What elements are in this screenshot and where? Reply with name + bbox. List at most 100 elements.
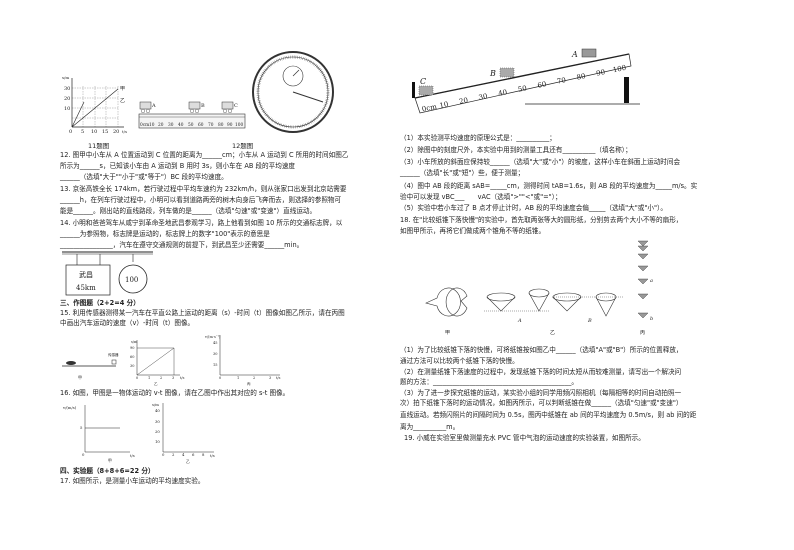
q19-text: 19. 小威在实验室里做测量充水 PVC 管中气泡的运动速度的实验装置，如图所示… [404,434,645,442]
figure-label: 30 [213,352,217,356]
q17-part-line: （5）实验中若小车过了 B 点才停止计时，AB 段的平均速度会偏_____（选填… [400,204,667,212]
q18-part-line: 离为__________m。 [400,423,460,431]
section-3-heading: 三、作图题（2+2=4 分） [60,299,140,307]
figure-label: t/s [130,453,135,458]
figure-label: 乙 [186,459,190,464]
q18-part-line: （1）为了比较纸锥下落的快慢，可将纸锥按如图乙中______（选填"A"或"B"… [400,346,683,354]
figure-label: 2 [253,376,255,380]
q15-line: 中画出汽车运动的速度（v）-时间（t）图像。 [60,319,195,327]
figure-label: 0 [82,452,85,457]
q13-line: 能是______。刚出站的直线路段，列车做的是______（选填"匀速"或"变速… [60,207,317,215]
figure-label: s/m [152,402,159,407]
traffic-sign: 武昌 45km 100 [62,251,153,296]
figure-label: A [517,318,522,324]
fig11-caption: 11题图 [88,142,110,150]
fig11-st-graph: s/m t/s 10 20 30 0 5 10 15 20 甲 乙 [62,75,127,135]
figure-label: 武昌 [79,270,93,279]
figure-label: 1 [148,376,150,380]
figure-label: A [151,103,156,109]
figure-label: 8 [202,452,205,457]
q15-line: 15. 利用传感器测得某一汽车在平直公路上运动的距离（s）-时间（t）图像如图乙… [60,309,345,317]
figure-label: 100 [125,276,138,284]
q13-line: ______h，在列车行驶过程中，小明可以看到道路两旁的树木向身后飞奔而去，则选… [60,196,342,204]
figure-label: 传感器 [108,352,119,357]
figure-label: 40 [498,88,508,98]
figure-label: 6 [192,452,195,457]
figure-label: 0 [219,376,221,380]
figure-label: 1 [237,376,239,380]
stopwatch-icon [252,51,334,133]
figure-label: 10 [91,129,97,135]
figure-label: 15 [213,363,217,367]
figure-label: 0cm [421,103,438,114]
figure-label: 90 [596,68,606,78]
figure-label: s/m [62,75,69,80]
car-a [139,101,152,113]
figure-label: 甲 [445,330,450,336]
figure-label: 0 [69,129,72,135]
q12-line: ______（选填"大于""小于"或"等于"）BC 段的平均速度。 [60,173,228,181]
figure-label: 80 [576,72,586,82]
figure-label: 50 [517,84,527,94]
figure-label: 30 [64,86,70,92]
figure-label: 60 [130,355,134,359]
figure-label: 40 [178,123,184,128]
q18-part-line: 题的方法：___________________________________… [400,378,579,386]
figure-label: 0cm [140,123,149,128]
figure-label: 0 [136,376,138,380]
figure-label: a [650,278,653,284]
figure-label: 20 [158,123,164,128]
figure-label: C [234,103,238,109]
figure-label: t/s [210,453,215,458]
figure-label: 4 [182,452,185,457]
figure-label: B [489,69,496,78]
figure-label: 45 [213,341,217,345]
figure-label: 0 [162,452,165,457]
q12-line: 12. 图甲中小车从 A 位置运动到 C 位置的距离为______cm；小车从 … [60,151,349,159]
car-b [188,101,201,113]
figure-label: 2 [160,376,162,380]
figure-label: 30 [478,92,488,102]
fig18-paper-cones: A B a b 甲 乙 丙 [425,240,653,336]
figure-label: 100 [235,123,243,128]
figure-label: 60 [537,80,547,90]
figure-label: 90 [130,346,134,350]
q17-part-line: （3）小车所放的斜面应保持较______（选填"大"或"小"）的坡度，这样小车在… [400,158,681,166]
q17-part-line: （1）本实验测平均速度的原理公式是：__________； [400,134,556,142]
car-c [221,101,234,113]
figure-label: 100 [612,64,627,75]
q13-line: 13. 京张高铁全长 174km，若行驶过程中平均车速约为 232km/h，则从… [60,185,347,193]
figure-label: 70 [556,76,566,86]
figure-label: 15 [102,129,108,135]
q16-text: 16. 如图，甲图是一物体运动的 v-t 图像，请在乙图中作出其对应的 s-t … [60,389,290,397]
figure-label: 20 [458,96,468,106]
figure-label: A [571,50,578,59]
figure-label: 10 [64,106,70,112]
q17-part-line: （2）除图中的刻度尺外，本实验中用到的测量工具还有__________（填名称）… [400,146,632,154]
q17-part-line: 验中可以发现 vBC___ vAC（选填">""<"或"="）； [400,193,562,201]
figure-label: 45km [76,284,96,292]
figure-label: 90 [227,123,233,128]
q18-part-line: 直线运动。若频闪照片的间隔时间为 0.5s，图丙中纸锥在 ab 间的平均速度为 … [400,411,697,419]
figure-label: 60 [198,123,204,128]
figure-label: 甲 [120,86,125,92]
q18-line: 如图甲所示，再将它们做成两个锥角不等的纸锥。 [400,227,546,235]
fig12-caption: 12题图 [232,142,254,150]
figure-label: 40 [155,408,160,413]
q18-part-line: （3）为了进一步探究纸锥的运动，某实验小组的同学用频闪照相机（每隔相等的时间自动… [400,389,682,397]
q17-part-line: ______（选填"长"或"短"）些，便于测量； [400,169,525,177]
figure-label: 20 [64,96,70,102]
figure-label: 丙 [640,330,645,336]
figure-label: 80 [218,123,224,128]
figure-label: 甲 [78,375,82,380]
figure-label: 30 [155,419,160,424]
figure-label: v/(m·s⁻¹) [204,335,221,339]
figure-label: B [587,318,592,324]
figure-label: 20 [113,129,119,135]
figure-label: b [650,316,653,322]
figure-label: s/m [131,340,138,344]
